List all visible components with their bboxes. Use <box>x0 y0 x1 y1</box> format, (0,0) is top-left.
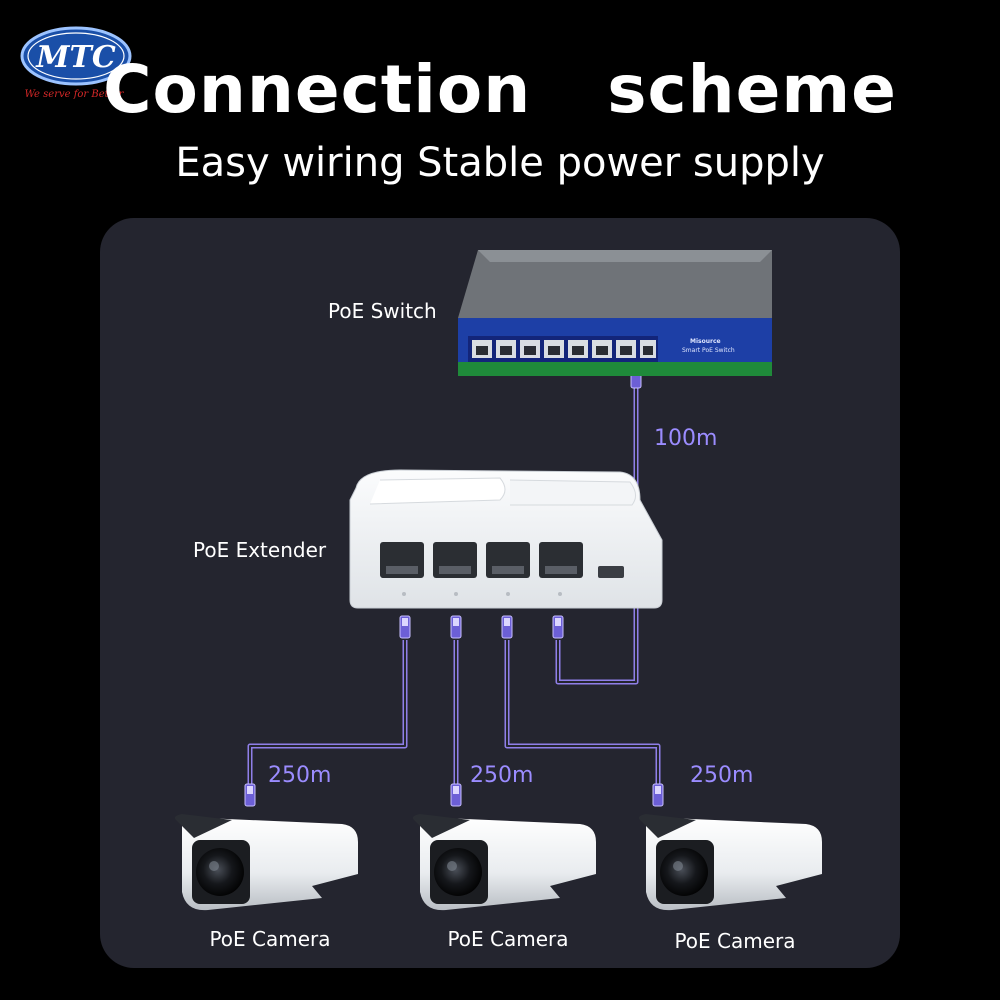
switch-brand: Misource <box>690 338 721 345</box>
camera-2-distance: 250m <box>470 763 533 788</box>
camera-lens-icon <box>660 848 708 896</box>
camera-lens-icon <box>434 848 482 896</box>
rj45-plug-icon <box>244 783 256 807</box>
camera-3-label: PoE Camera <box>674 929 795 953</box>
camera-3-distance: 250m <box>690 763 753 788</box>
poe-camera-2 <box>412 814 596 911</box>
rj45-plug-icon <box>552 615 564 639</box>
switch-model: Smart PoE Switch <box>682 347 735 354</box>
mtc-logo: MTC We serve for Better <box>20 26 132 100</box>
rj45-plug-icon <box>501 615 513 639</box>
poe-camera-3 <box>638 814 822 911</box>
poe-switch: Misource Smart PoE Switch <box>458 250 772 376</box>
page-subtitle: Easy wiring Stable power supply <box>175 140 825 186</box>
switch-label: PoE Switch <box>328 299 437 323</box>
rj45-plug-icon <box>450 783 462 807</box>
logo-text: MTC <box>35 40 116 75</box>
extender-label: PoE Extender <box>193 538 327 562</box>
camera-1-distance: 250m <box>268 763 331 788</box>
camera-2-label: PoE Camera <box>447 927 568 951</box>
rj45-plug-icon <box>450 615 462 639</box>
poe-extender <box>349 469 663 609</box>
camera-lens-icon <box>196 848 244 896</box>
rj45-plug-icon <box>399 615 411 639</box>
poe-camera-1 <box>174 814 358 911</box>
camera-1-label: PoE Camera <box>209 927 330 951</box>
page-title: Connection scheme <box>103 51 897 128</box>
uplink-distance: 100m <box>654 426 717 451</box>
logo-tagline: We serve for Better <box>25 89 125 100</box>
rj45-plug-icon <box>652 783 664 807</box>
